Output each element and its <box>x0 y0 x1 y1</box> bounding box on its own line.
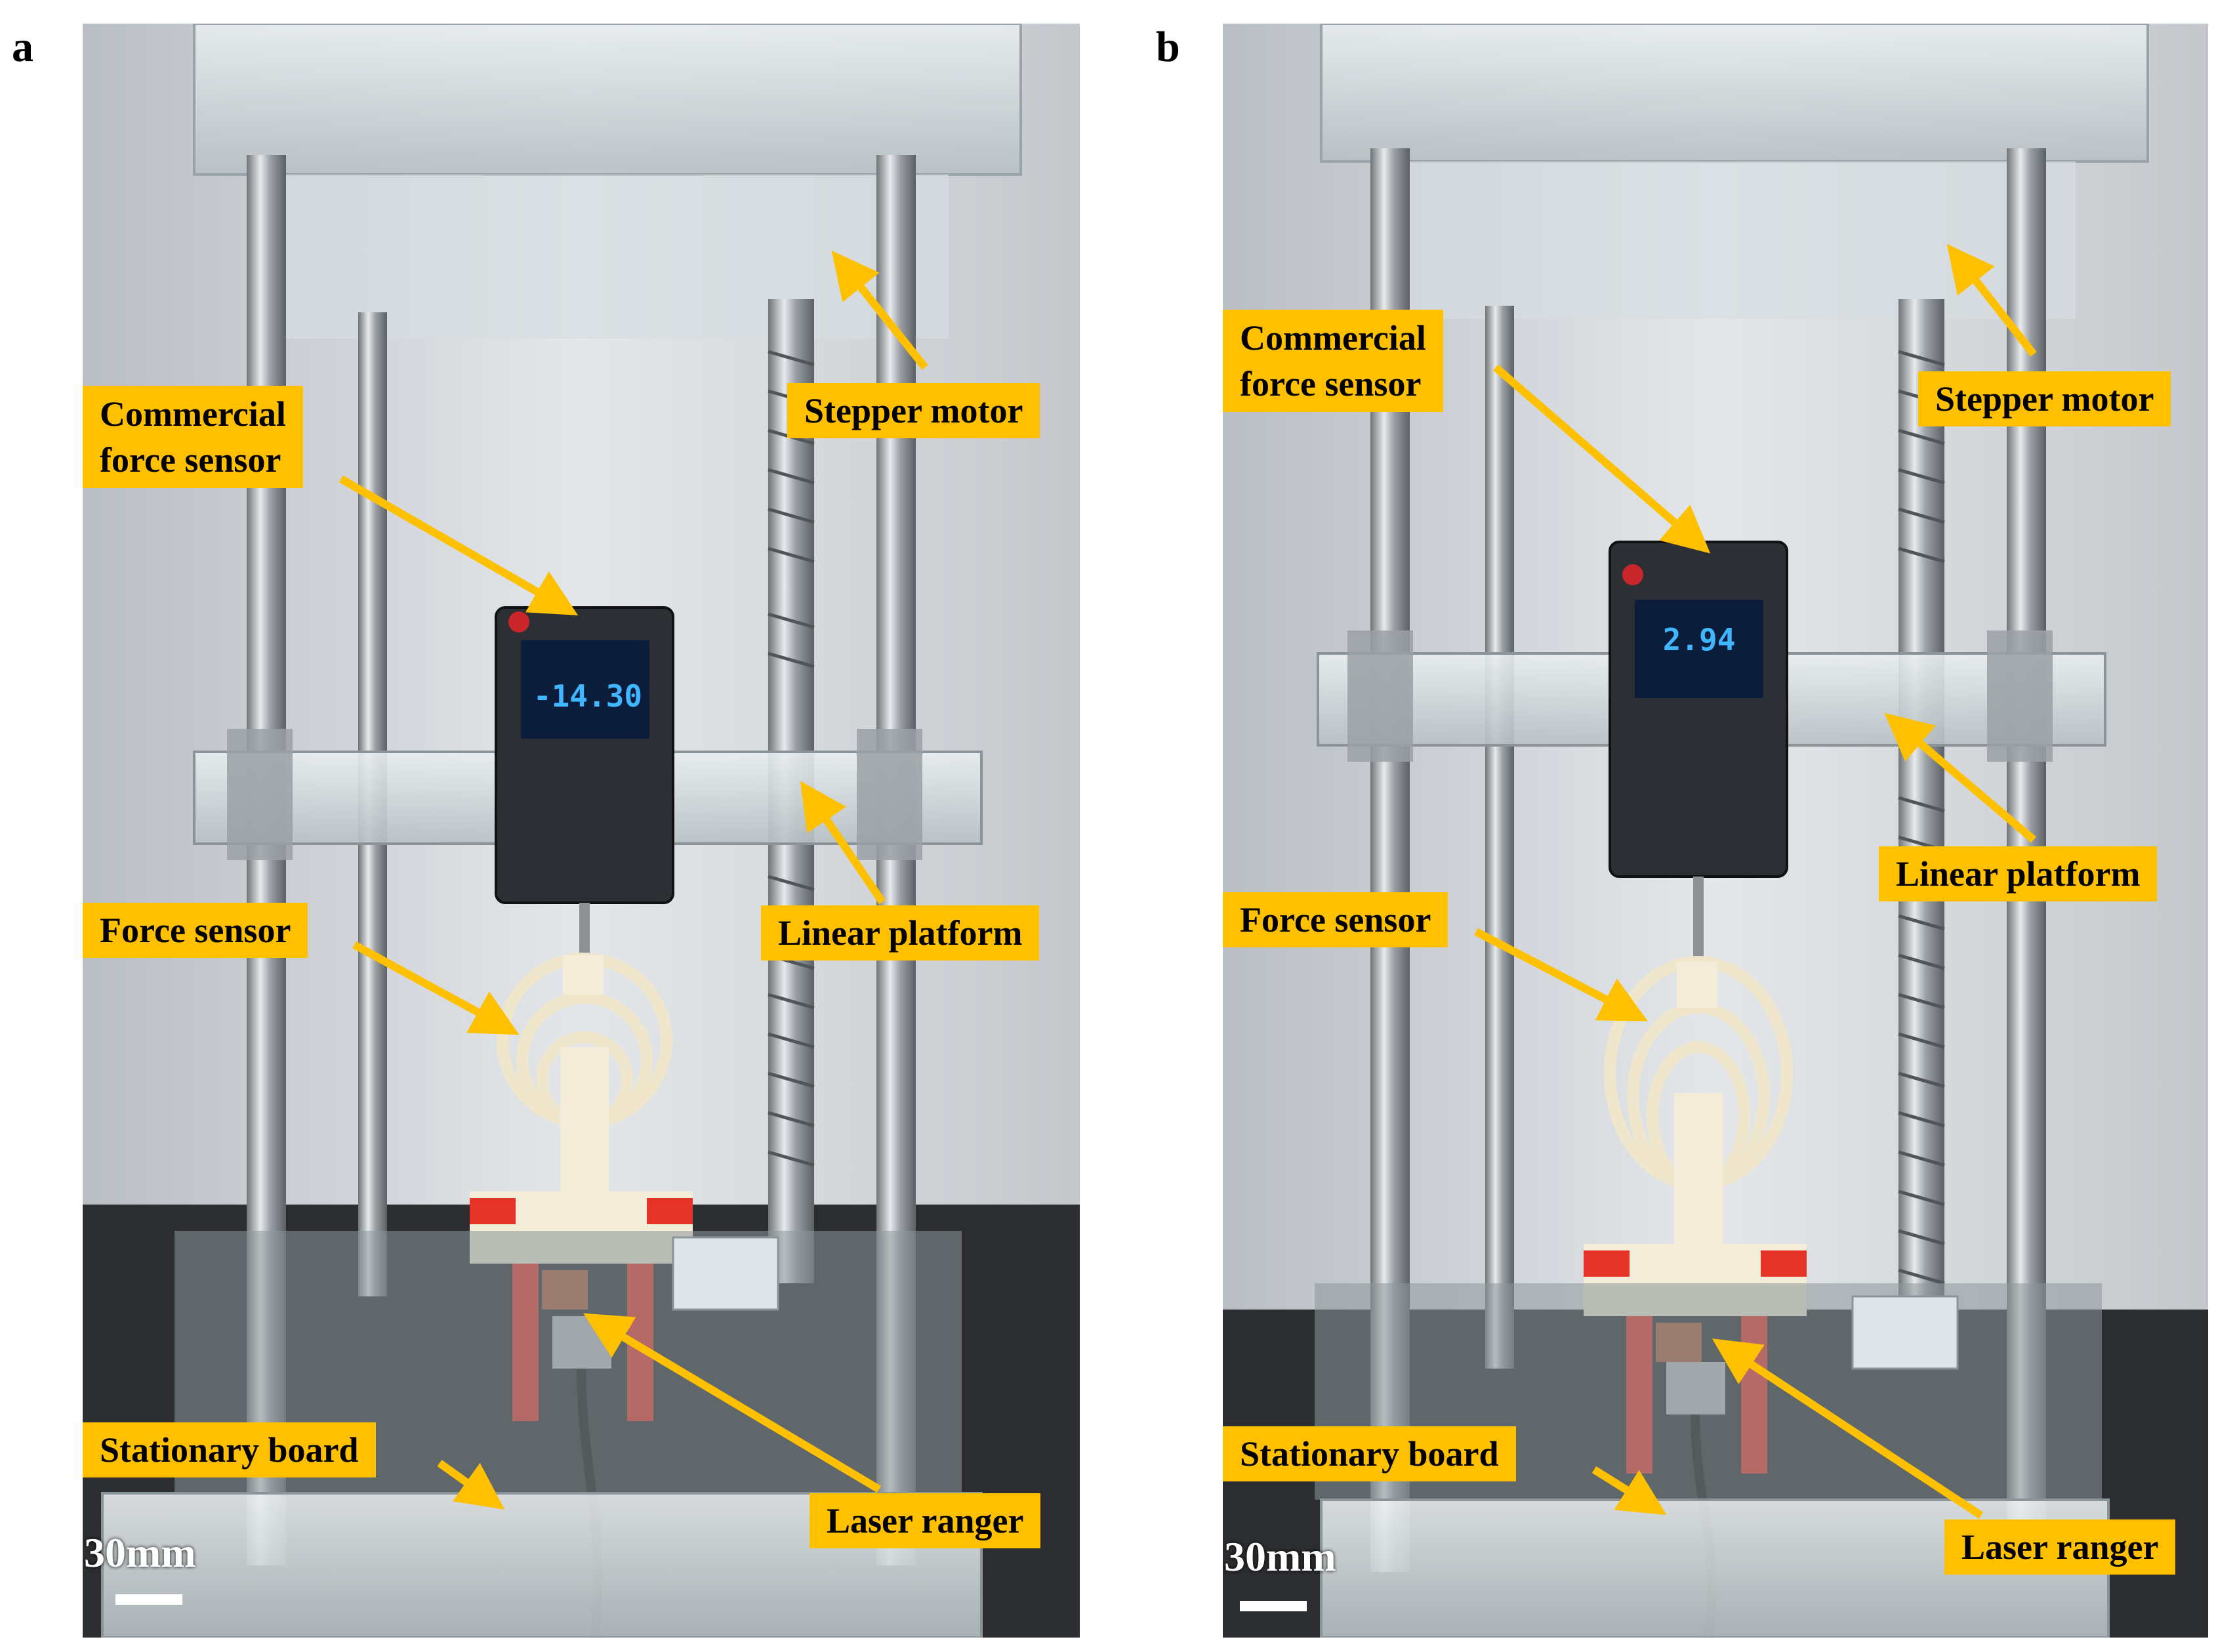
panel-a-commercial-force-sensor-label: Commercial force sensor <box>83 386 303 488</box>
panel-b-linear-platform-label: Linear platform <box>1879 846 2158 901</box>
panel-b-scale-text: 30mm <box>1224 1533 1336 1580</box>
panel-b-letter: b <box>1156 23 1180 71</box>
panel-a-commercial-line1: Commercial <box>100 394 286 434</box>
panel-b-photo <box>1223 24 2208 1638</box>
panel-a-display-readout: -14.30 <box>533 678 643 714</box>
panel-a-laser-ranger-label: Laser ranger <box>810 1493 1041 1548</box>
panel-a-scale-text: 30mm <box>84 1529 196 1576</box>
panel-a-letter: a <box>12 23 33 71</box>
panel-a-commercial-line2: force sensor <box>100 440 281 480</box>
panel-b-commercial-line1: Commercial <box>1240 318 1426 358</box>
test-rig-illustration-b <box>1223 24 2208 1638</box>
panel-a-scale-bar <box>115 1594 182 1605</box>
panel-a-stationary-board-label: Stationary board <box>83 1422 376 1477</box>
panel-b-stepper-motor-label: Stepper motor <box>1918 371 2171 426</box>
panel-a-force-sensor-label: Force sensor <box>83 903 308 958</box>
panel-a-linear-platform-label: Linear platform <box>761 905 1040 960</box>
panel-b-stationary-board-label: Stationary board <box>1223 1426 1516 1481</box>
panel-b-scale-bar <box>1240 1601 1307 1611</box>
panel-a-stepper-motor-label: Stepper motor <box>787 383 1040 438</box>
panel-a-photo <box>83 24 1080 1638</box>
panel-b-commercial-force-sensor-label: Commercial force sensor <box>1223 310 1443 412</box>
panel-b-force-sensor-label: Force sensor <box>1223 892 1448 947</box>
test-rig-illustration-a <box>83 24 1080 1638</box>
panel-b-display-readout: 2.94 <box>1662 622 1736 657</box>
panel-b-laser-ranger-label: Laser ranger <box>1944 1519 2176 1575</box>
panel-b-commercial-line2: force sensor <box>1240 364 1422 403</box>
